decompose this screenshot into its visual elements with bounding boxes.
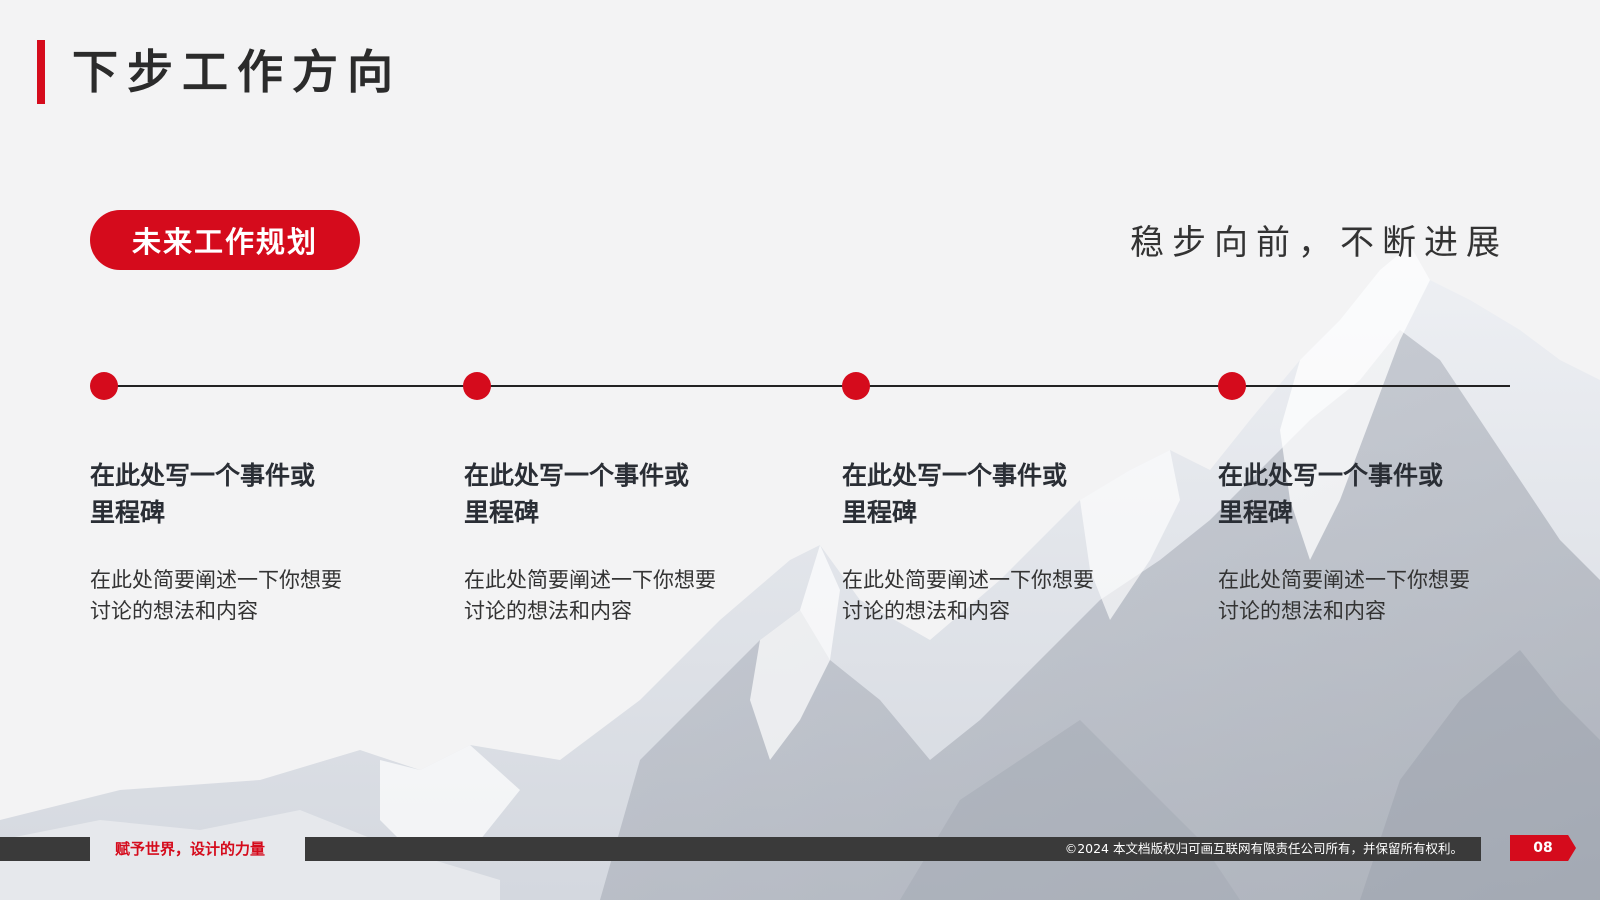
- step-title: 在此处写一个事件或 里程碑: [464, 461, 690, 527]
- step-description: 在此处简要阐述一下你想要 讨论的想法和内容: [1218, 568, 1470, 623]
- timeline-step-1: 在此处写一个事件或 里程碑 在此处简要阐述一下你想要 讨论的想法和内容: [90, 457, 390, 627]
- timeline-dot-1: [90, 372, 118, 400]
- step-description: 在此处简要阐述一下你想要 讨论的想法和内容: [464, 568, 716, 623]
- timeline-line: [104, 385, 1510, 387]
- step-description: 在此处简要阐述一下你想要 讨论的想法和内容: [842, 568, 1094, 623]
- timeline-dot-4: [1218, 372, 1246, 400]
- title-accent-bar: [37, 40, 45, 104]
- step-title: 在此处写一个事件或 里程碑: [90, 461, 316, 527]
- step-description: 在此处简要阐述一下你想要 讨论的想法和内容: [90, 568, 342, 623]
- timeline-step-3: 在此处写一个事件或 里程碑 在此处简要阐述一下你想要 讨论的想法和内容: [842, 457, 1142, 627]
- footer-copyright: ©2024 本文档版权归可画互联网有限责任公司所有，并保留所有权利。: [305, 837, 1481, 861]
- page-title: 下步工作方向: [72, 45, 402, 99]
- section-pill-label: 未来工作规划: [90, 210, 360, 270]
- step-title: 在此处写一个事件或 里程碑: [1218, 461, 1444, 527]
- timeline-step-4: 在此处写一个事件或 里程碑 在此处简要阐述一下你想要 讨论的想法和内容: [1218, 457, 1518, 627]
- timeline-step-2: 在此处写一个事件或 里程碑 在此处简要阐述一下你想要 讨论的想法和内容: [464, 457, 764, 627]
- section-slogan: 稳步向前，不断进展: [1130, 223, 1508, 263]
- timeline-dot-2: [463, 372, 491, 400]
- timeline-dot-3: [842, 372, 870, 400]
- page-number-badge: 08: [1510, 835, 1576, 861]
- step-title: 在此处写一个事件或 里程碑: [842, 461, 1068, 527]
- footer-bar-left: [0, 837, 90, 861]
- footer-slogan: 赋予世界，设计的力量: [115, 840, 266, 858]
